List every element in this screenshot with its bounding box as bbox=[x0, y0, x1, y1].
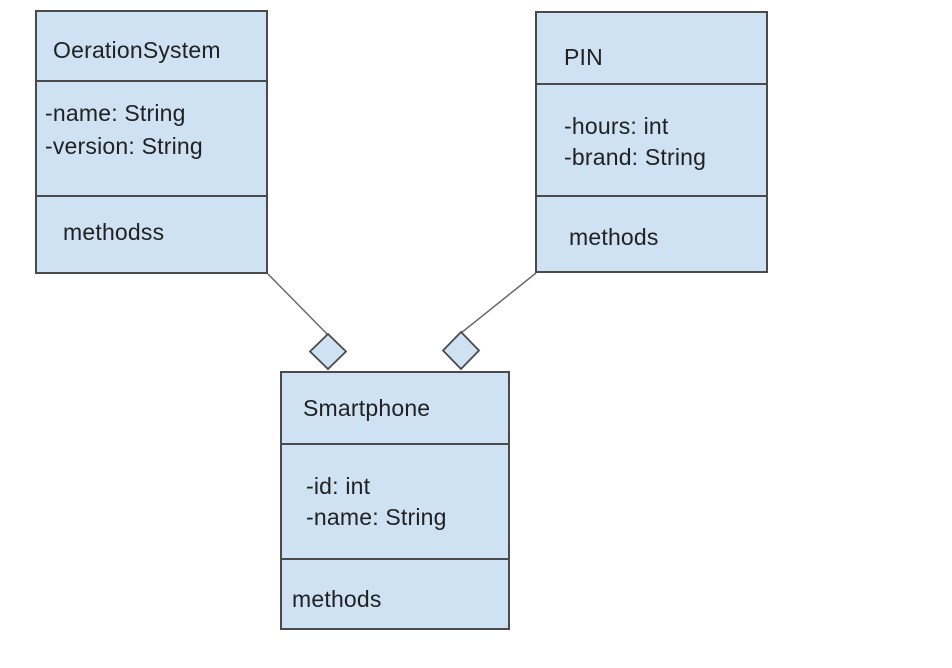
aggregation-diamond-operationsystem bbox=[308, 332, 348, 371]
class-attribute: -id: int bbox=[306, 473, 371, 499]
class-title: Smartphone bbox=[282, 373, 508, 445]
aggregation-line-pin-smartphone bbox=[460, 272, 537, 334]
aggregation-line-operationsystem-smartphone bbox=[267, 273, 329, 336]
class-attribute: -name: String bbox=[306, 504, 447, 530]
aggregation-diamond-pin bbox=[441, 330, 481, 371]
class-methods-compartment: methods bbox=[569, 224, 659, 250]
class-title: PIN bbox=[537, 13, 766, 85]
class-box-pin: PIN -hours: int -brand: String methods bbox=[535, 11, 768, 273]
class-attributes-compartment: -id: int -name: String bbox=[282, 445, 508, 560]
class-attribute: -version: String bbox=[45, 133, 203, 159]
class-attribute: -brand: String bbox=[564, 144, 707, 170]
class-attributes-compartment: -name: String -version: String bbox=[37, 82, 266, 197]
class-attributes-compartment: -hours: int -brand: String bbox=[537, 85, 766, 197]
class-methods-compartment: methodss bbox=[63, 219, 165, 245]
class-attribute: -name: String bbox=[45, 100, 186, 126]
class-box-operationsystem: OerationSystem -name: String -version: S… bbox=[35, 10, 268, 274]
class-box-smartphone: Smartphone -id: int -name: String method… bbox=[280, 371, 510, 630]
class-title: OerationSystem bbox=[37, 12, 266, 82]
class-attribute: -hours: int bbox=[564, 113, 669, 139]
class-methods-compartment: methods bbox=[292, 586, 382, 612]
